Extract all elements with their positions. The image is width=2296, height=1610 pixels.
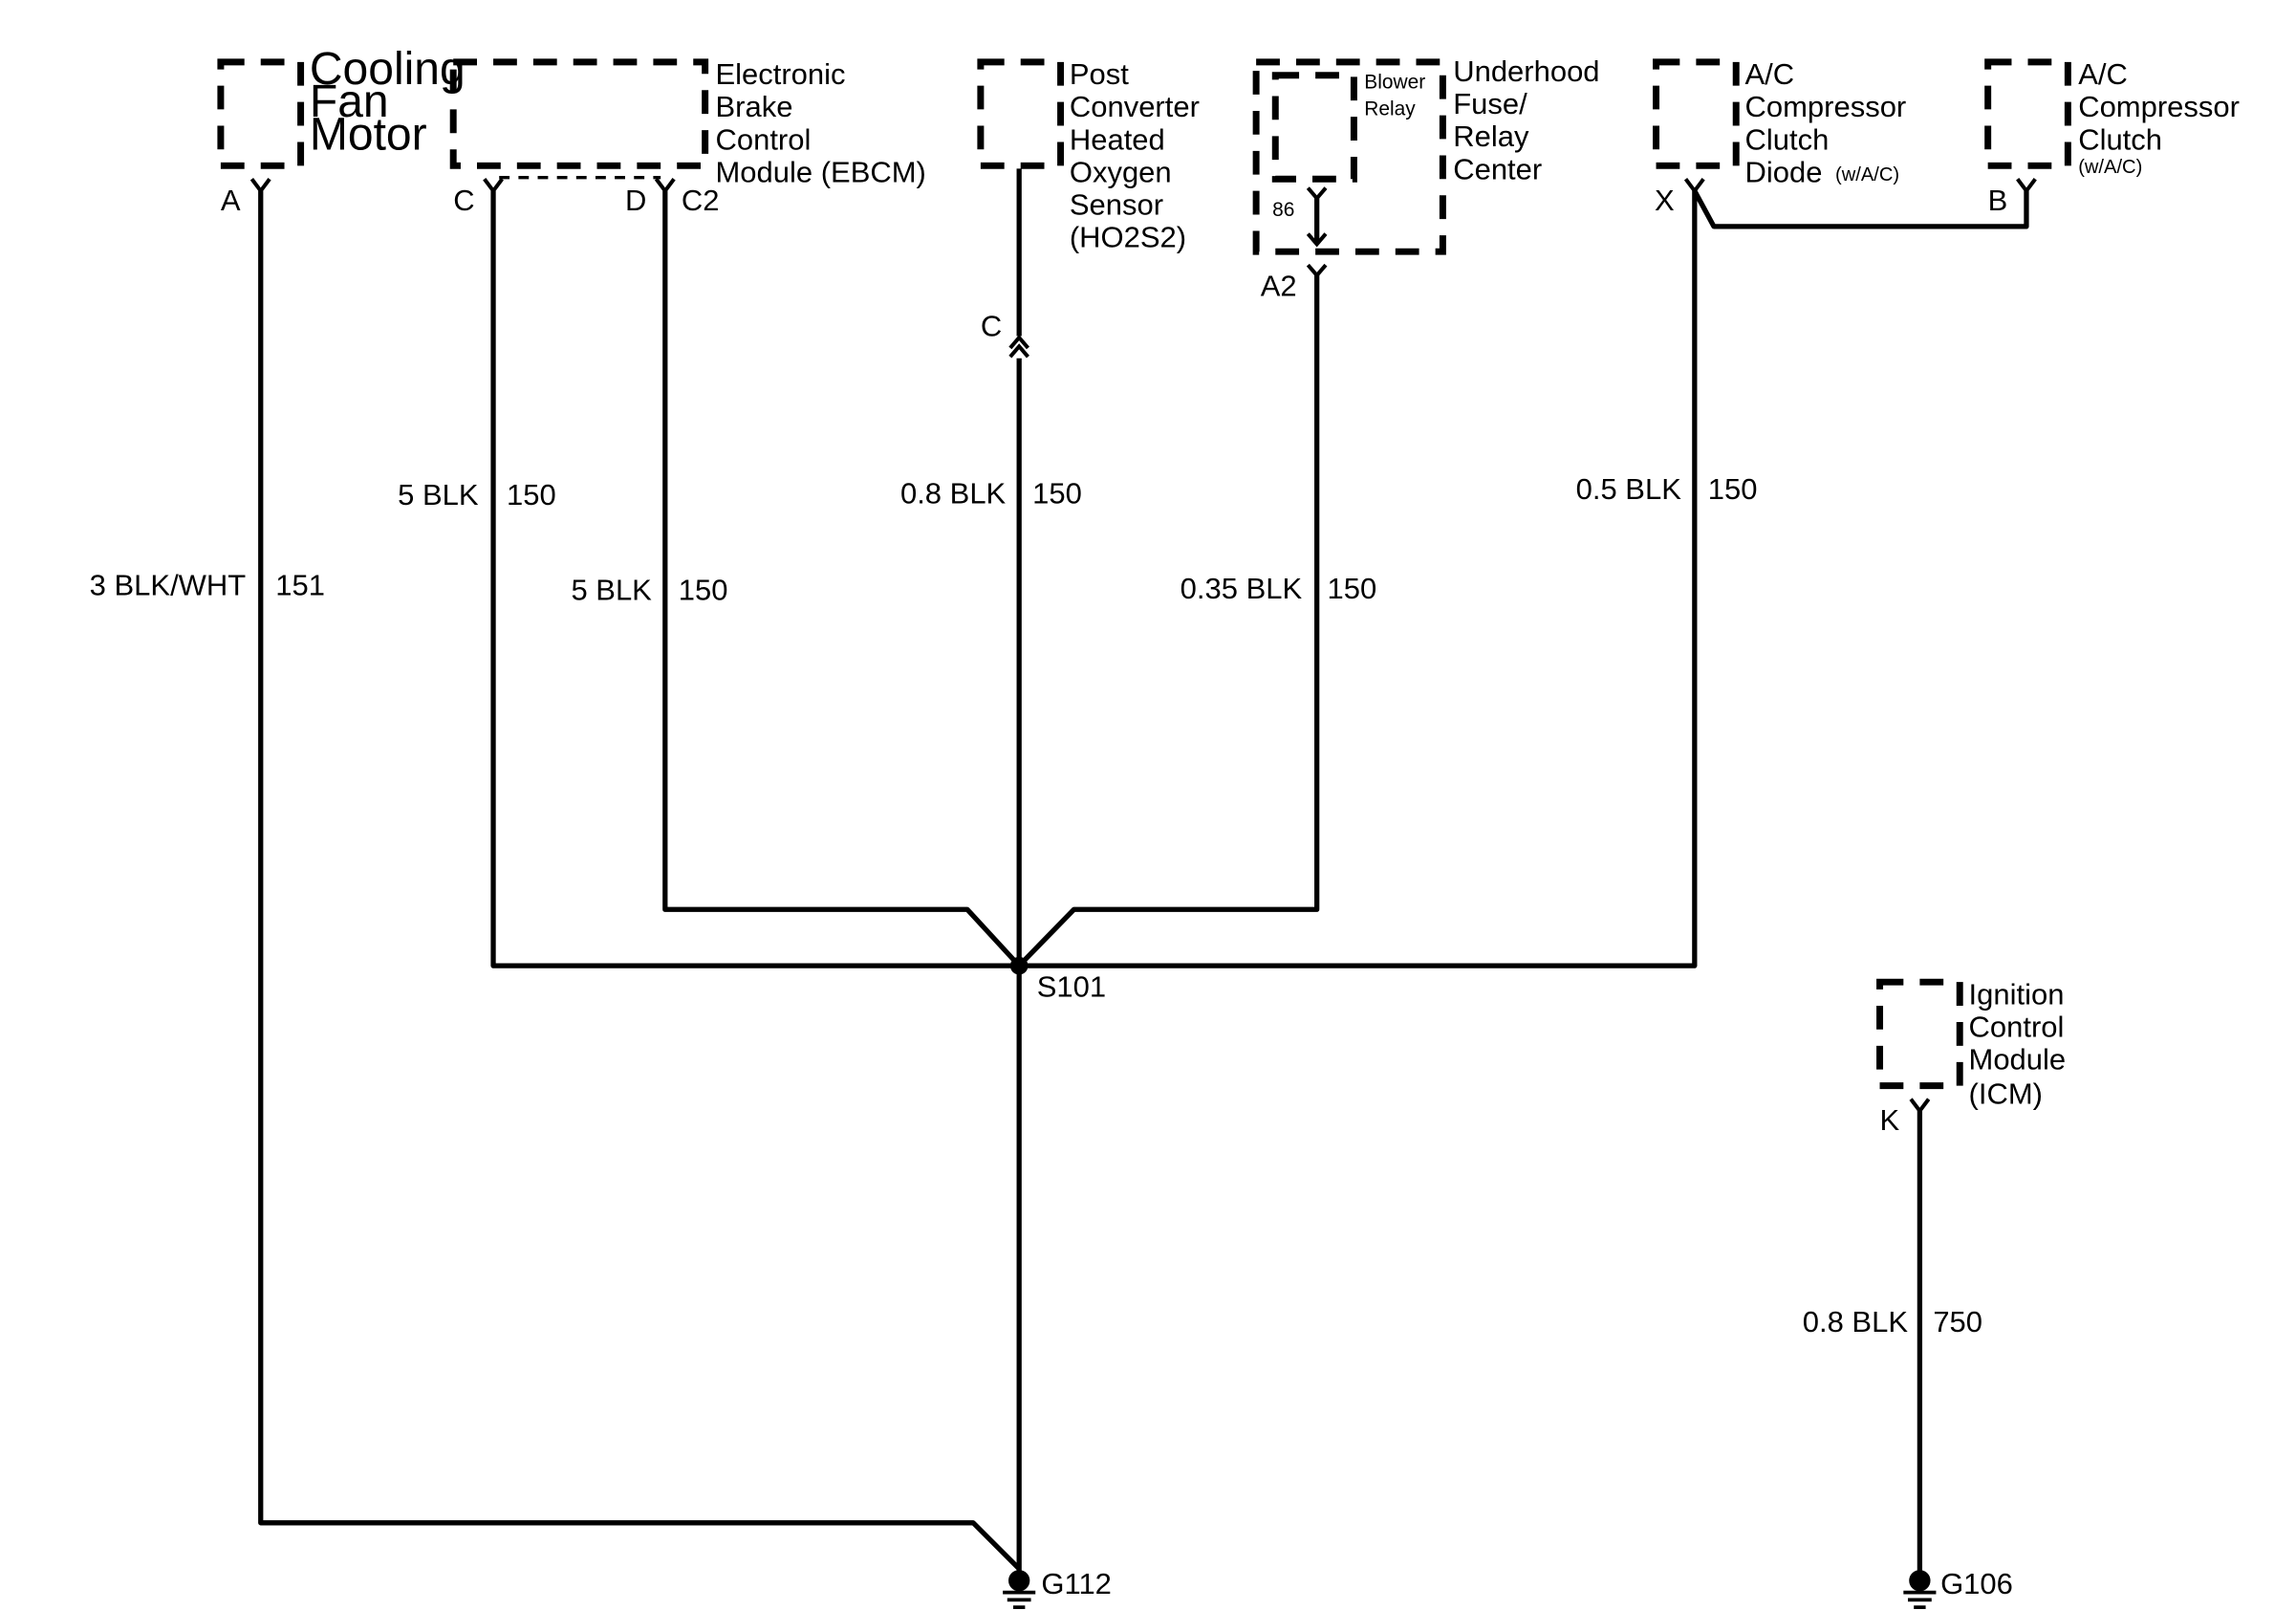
wire-icm-color: 0.8 BLK xyxy=(1803,1305,1909,1338)
icm-line-3: Module xyxy=(1969,1043,2067,1077)
ho2s2-line-3: Heated xyxy=(1070,122,1165,156)
ho2s2-line-5: Sensor xyxy=(1070,187,1163,221)
pin-clutch-b: B xyxy=(1988,184,2008,217)
underhood-fuse-label: Underhood Fuse/ Relay Center xyxy=(1453,54,1608,185)
ac-clutch-label: A/C Compressor Clutch xyxy=(2078,57,2247,156)
cooling-fan-motor-line-2: Fan xyxy=(310,76,389,127)
wire-diode-circuit: 150 xyxy=(1708,472,1758,506)
ebcm-line-4: Module (EBCM) xyxy=(715,155,925,188)
ac-diode-note: (w/A/C) xyxy=(1835,164,1899,185)
ac-clutch-note: (w/A/C) xyxy=(2078,157,2142,178)
ebcm-label: Electronic Brake Control Module (EBCM) xyxy=(715,57,925,188)
ho2s2-c-connector-icon xyxy=(1008,334,1030,359)
blower-relay-box xyxy=(1271,72,1357,183)
clutch-b-connector-icon xyxy=(2016,178,2037,195)
ac-diode-label: A/C Compressor Clutch Diode xyxy=(1745,57,1915,188)
g112-label: G112 xyxy=(1041,1567,1112,1600)
pin-labels: A C D C2 C 86 A2 X B K xyxy=(221,184,2007,1137)
ac-diode-line-3: Clutch xyxy=(1745,122,1830,156)
wire-diode-to-clutch xyxy=(1692,189,2029,229)
cooling-fan-motor-box xyxy=(217,58,305,169)
pin-diode-x: X xyxy=(1655,184,1675,217)
ac-diode-line-1: A/C xyxy=(1745,57,1795,91)
ebcm-c-connector-icon xyxy=(483,178,504,195)
wire-relay-color: 0.35 BLK xyxy=(1180,572,1303,605)
ho2s2-box xyxy=(977,58,1065,169)
blower-relay-label: Blower Relay xyxy=(1364,72,1431,120)
ac-diode-line-4: Diode xyxy=(1745,155,1823,188)
fan-a-connector-icon xyxy=(249,178,271,195)
ac-diode-line-2: Compressor xyxy=(1745,90,1907,123)
wire-ebcm-c-color: 5 BLK xyxy=(398,478,479,511)
underhood-fuse-box xyxy=(1252,58,1446,255)
icm-line-4: (ICM) xyxy=(1969,1077,2043,1110)
ac-clutch-line-1: A/C xyxy=(2078,57,2128,91)
wire-relay-circuit: 150 xyxy=(1328,572,1377,605)
wire-ebcm-c-circuit: 150 xyxy=(507,478,556,511)
ac-diode-box xyxy=(1653,58,1740,169)
pin-ebcm-d: D xyxy=(625,184,646,217)
ho2s2-label: Post Converter Heated Oxygen Sensor (HO2… xyxy=(1070,57,1208,253)
cooling-fan-motor-line-1: Cooling xyxy=(310,44,466,95)
splice-s101-dot xyxy=(1009,956,1029,975)
ebcm-line-3: Control xyxy=(715,122,811,156)
underhood-fuse-line-4: Center xyxy=(1453,152,1542,185)
ac-clutch-box xyxy=(1984,58,2071,169)
cooling-fan-motor-line-3: Motor xyxy=(310,109,427,160)
icm-line-2: Control xyxy=(1969,1011,2065,1044)
cooling-fan-motor-label: Cooling Fan Motor xyxy=(310,44,478,160)
wire-ebcm-d-color: 5 BLK xyxy=(571,573,652,606)
pin-fuse-a2: A2 xyxy=(1261,270,1297,303)
diode-x-connector-icon xyxy=(1683,178,1705,195)
wire-ebcm-c-to-s101 xyxy=(490,190,1020,968)
ac-clutch-line-2: Compressor xyxy=(2078,90,2240,123)
ebcm-line-2: Brake xyxy=(715,90,792,123)
underhood-fuse-line-3: Relay xyxy=(1453,120,1529,153)
ho2s2-line-1: Post xyxy=(1070,57,1129,91)
ho2s2-line-4: Oxygen xyxy=(1070,155,1172,188)
blower-relay-line-2: Relay xyxy=(1364,98,1416,120)
ebcm-box xyxy=(449,58,709,169)
wire-diode-to-s101 xyxy=(1019,190,1698,968)
g112-ground-icon xyxy=(1003,1570,1036,1610)
icm-line-1: Ignition xyxy=(1969,977,2065,1011)
wire-relay-to-s101 xyxy=(1017,274,1320,968)
ho2s2-line-6: (HO2S2) xyxy=(1070,221,1186,254)
wire-diode-color: 0.5 BLK xyxy=(1576,472,1682,506)
wires xyxy=(258,168,2029,1579)
connector-symbols xyxy=(249,178,2037,1115)
ebcm-line-1: Electronic xyxy=(715,57,845,91)
wire-ho2s2-color: 0.8 BLK xyxy=(900,477,1007,511)
blower-relay-line-1: Blower xyxy=(1364,72,1425,94)
wire-ebcm-d-to-s101 xyxy=(662,190,1022,968)
pin-ebcm-c2: C2 xyxy=(682,184,720,217)
g106-label: G106 xyxy=(1940,1567,2013,1600)
relay-86-connector-icon xyxy=(1306,186,1328,202)
underhood-fuse-line-1: Underhood xyxy=(1453,54,1599,88)
underhood-fuse-line-2: Fuse/ xyxy=(1453,87,1527,120)
icm-box xyxy=(1876,978,1963,1090)
pin-icm-k: K xyxy=(1880,1103,1900,1137)
wire-fan-to-g112 xyxy=(258,190,1022,1571)
pin-ho2s2-c: C xyxy=(981,310,1002,343)
wire-labels: 3 BLK/WHT 151 5 BLK 150 5 BLK 150 0.8 BL… xyxy=(90,472,1982,1338)
ac-clutch-line-3: Clutch xyxy=(2078,122,2162,156)
ebcm-d-connector-icon xyxy=(654,178,676,195)
pin-relay-86: 86 xyxy=(1272,199,1294,221)
wire-fan-color: 3 BLK/WHT xyxy=(90,569,247,602)
wire-icm-circuit: 750 xyxy=(1933,1305,1982,1338)
g106-ground-icon xyxy=(1903,1570,1937,1610)
pin-fan-a: A xyxy=(221,184,241,217)
splice-s101-label: S101 xyxy=(1037,970,1106,1004)
wire-fan-circuit: 151 xyxy=(275,569,325,602)
wire-ebcm-d-circuit: 150 xyxy=(679,573,728,606)
icm-label: Ignition Control Module (ICM) xyxy=(1969,977,2074,1110)
icm-k-connector-icon xyxy=(1909,1098,1931,1115)
ho2s2-line-2: Converter xyxy=(1070,90,1200,123)
pin-ebcm-c: C xyxy=(453,184,474,217)
fuse-a2-connector-icon xyxy=(1306,263,1328,279)
wire-ho2s2-circuit: 150 xyxy=(1032,477,1082,511)
